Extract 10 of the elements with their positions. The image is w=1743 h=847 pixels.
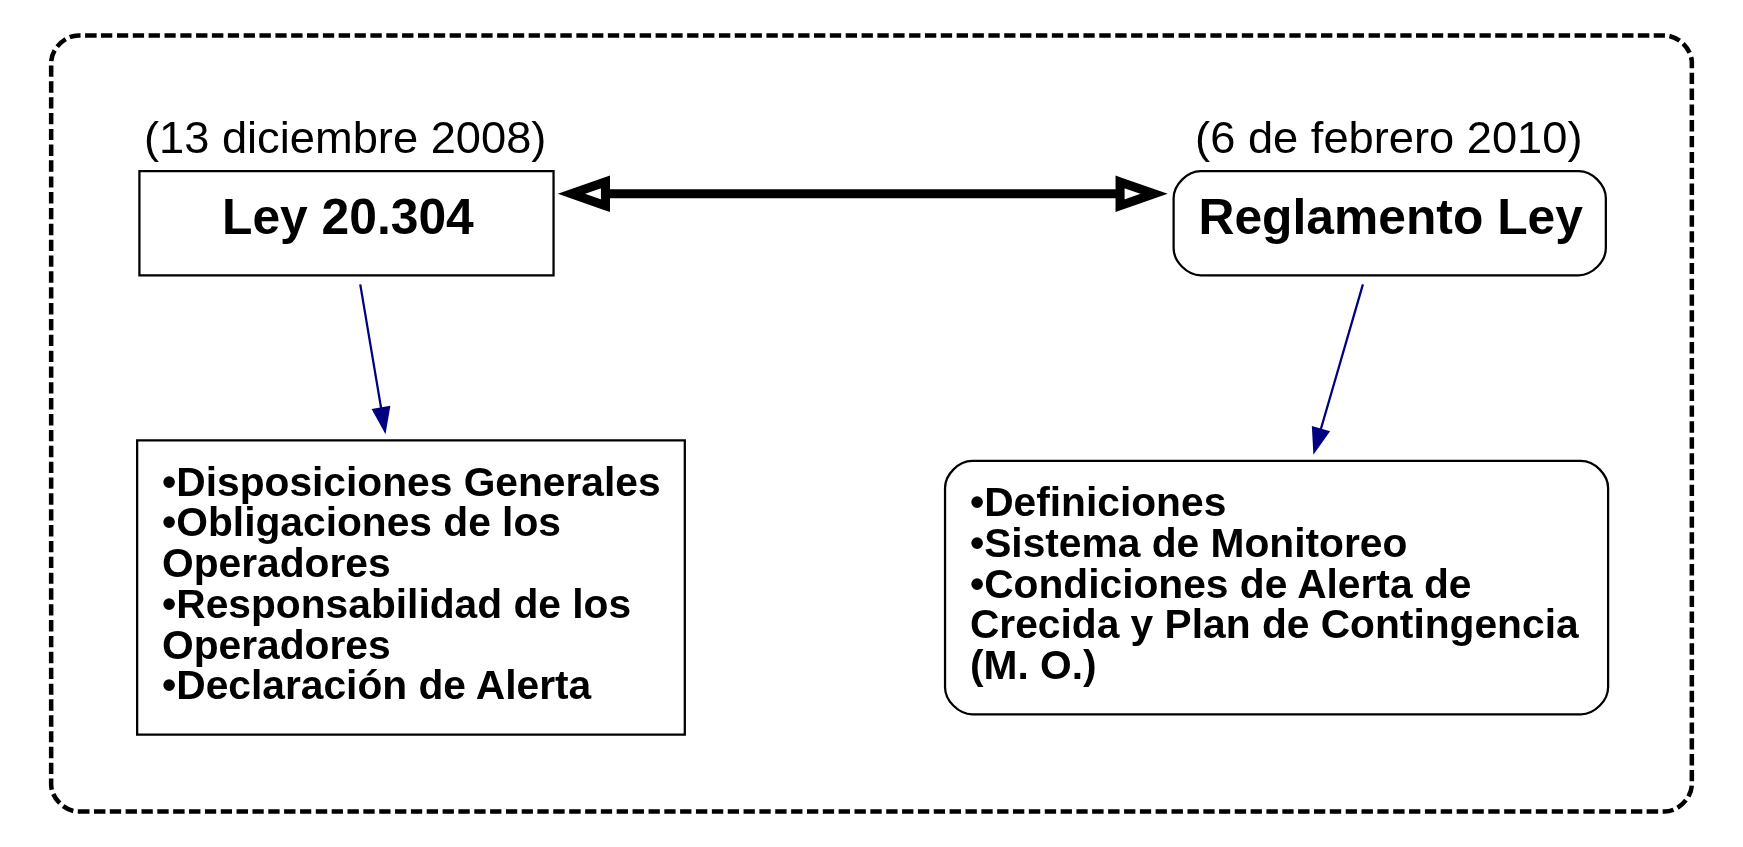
node-box: •Definiciones •Sistema de Monitoreo •Condiciones de Alerta de Crecida y Plan de Contingencia (M. O.) [943,459,1610,716]
node-box: Reglamento Ley [1172,170,1607,277]
node-label: (13 diciembre 2008) [143,112,547,164]
arrow [557,175,1168,213]
cluster [48,33,1695,814]
arrow [359,284,391,435]
node-box: •Disposiciones Generales •Obligaciones de los Operadores •Responsabilidad de los Operadores •Declaración de Alerta [136,439,686,736]
arrow [1311,284,1364,455]
node-label: (6 de febrero 2010) [1195,112,1583,164]
node-box: Ley 20.304 [138,170,555,277]
